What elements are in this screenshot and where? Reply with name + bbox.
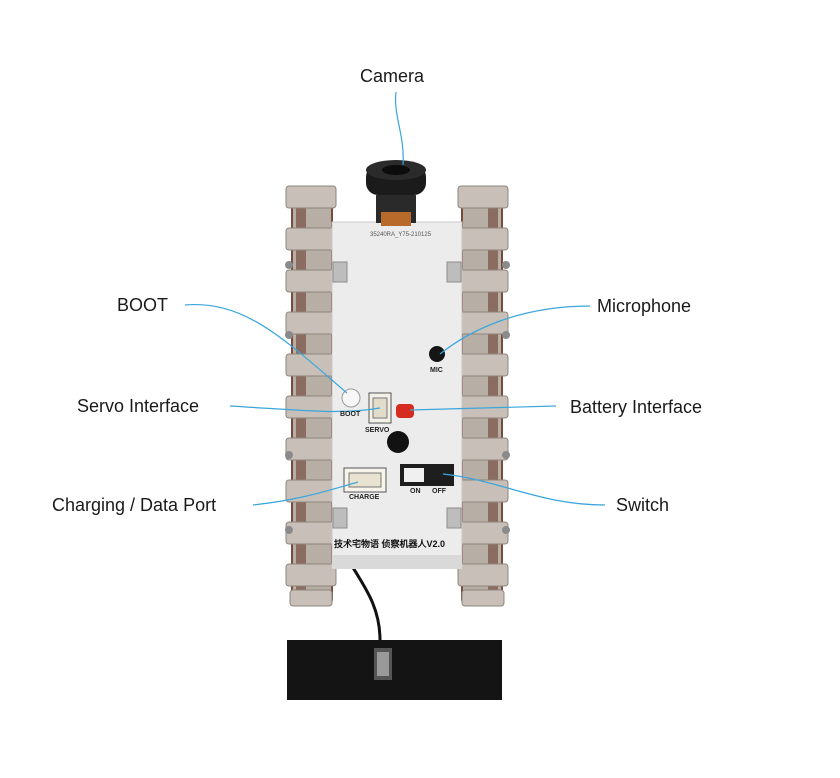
microphone-label: Microphone xyxy=(597,296,692,316)
charging-data-port-label: Charging / Data Port xyxy=(52,495,217,515)
microphone-hole xyxy=(429,346,445,362)
servo-board-text: SERVO xyxy=(365,427,390,434)
right-track xyxy=(457,185,510,607)
charging-leader xyxy=(252,481,359,506)
camera-label: Camera xyxy=(360,66,425,86)
boot-leader xyxy=(184,303,348,394)
boot-button-shape xyxy=(341,388,361,408)
switch-leader xyxy=(442,473,606,506)
off-board-text: OFF xyxy=(432,488,446,495)
battery-interface-label: Battery Interface xyxy=(570,397,703,417)
servo-leader xyxy=(229,405,381,413)
board-title-text: 技术宅物语 侦察机器人V2.0 xyxy=(334,539,446,549)
lens-code-text: 35240RA_Y75-210125 xyxy=(370,232,432,238)
camera-module xyxy=(366,160,426,226)
on-board-text: ON xyxy=(410,488,421,495)
antenna-panel xyxy=(287,640,502,700)
boot-board-text: BOOT xyxy=(340,411,361,418)
charge-board-text: CHARGE xyxy=(349,494,380,501)
left-track xyxy=(285,185,337,607)
servo-interface-label: Servo Interface xyxy=(77,396,200,416)
battery-leader xyxy=(409,405,557,411)
camera-leader xyxy=(394,91,404,166)
boot-label: BOOT xyxy=(117,295,169,315)
switch-label: Switch xyxy=(616,495,670,515)
microphone-leader xyxy=(439,305,591,355)
mic-text: MIC xyxy=(430,367,443,374)
battery-connector-shape xyxy=(396,404,414,418)
